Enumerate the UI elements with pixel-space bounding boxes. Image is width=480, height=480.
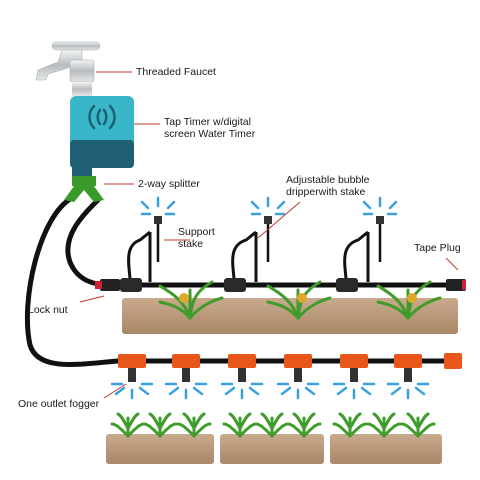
bubbler-spray-1 bbox=[140, 196, 176, 224]
plant-upper-2 bbox=[266, 280, 332, 320]
orange-tee-2 bbox=[172, 354, 200, 368]
faucet-icon bbox=[35, 41, 101, 83]
orange-tee-4 bbox=[284, 354, 312, 368]
bubbler-assembly-1 bbox=[127, 222, 160, 282]
label-tap-timer-line2: screen Water Timer bbox=[164, 128, 256, 140]
fogger-3 bbox=[220, 368, 264, 400]
bubbler-assembly-2 bbox=[231, 222, 270, 282]
label-splitter: 2-way splitter bbox=[138, 178, 200, 190]
soil-bed-upper bbox=[122, 298, 458, 334]
tape-plug bbox=[446, 279, 466, 291]
upper-tee-3 bbox=[336, 278, 358, 292]
bubbler-assembly-3 bbox=[343, 222, 382, 282]
orange-tee-6 bbox=[394, 354, 422, 368]
bubbler-spray-3 bbox=[362, 196, 398, 224]
label-bubbler-line1: Adjustable bubble bbox=[286, 174, 370, 186]
lock-nut-fitting bbox=[100, 279, 120, 291]
two-way-splitter bbox=[64, 176, 104, 202]
orange-tee-3 bbox=[228, 354, 256, 368]
label-bubbler-line2: dripperwith stake bbox=[286, 186, 366, 198]
label-tap-timer-line1: Tap Timer w/digital bbox=[164, 116, 251, 128]
upper-tee-1 bbox=[120, 278, 142, 292]
plant-upper-3 bbox=[376, 280, 442, 320]
soil-bed-lower-3 bbox=[330, 434, 442, 464]
fogger-5 bbox=[332, 368, 376, 400]
label-support-stake-line1: Support bbox=[178, 226, 215, 238]
label-fogger: One outlet fogger bbox=[18, 398, 100, 410]
upper-tee-2 bbox=[224, 278, 246, 292]
leader-lines bbox=[79, 71, 459, 399]
label-lock-nut: Lock nut bbox=[28, 304, 68, 316]
orange-tee-1 bbox=[118, 354, 146, 368]
seedlings-lower bbox=[110, 412, 436, 438]
branch-hose bbox=[65, 197, 113, 288]
water-timer bbox=[70, 82, 134, 176]
main-hose bbox=[24, 195, 121, 367]
lower-end-cap bbox=[444, 353, 462, 369]
label-support-stake-line2: stake bbox=[178, 238, 204, 250]
label-threaded-faucet: Threaded Faucet bbox=[136, 66, 216, 78]
soil-bed-lower-1 bbox=[106, 434, 214, 464]
fogger-6 bbox=[386, 368, 430, 400]
fogger-1 bbox=[110, 368, 154, 400]
bubbler-spray-2 bbox=[250, 196, 286, 224]
soil-bed-lower-2 bbox=[220, 434, 324, 464]
plant-upper-1 bbox=[158, 280, 224, 320]
label-tape-plug: Tape Plug bbox=[414, 242, 461, 254]
orange-tee-5 bbox=[340, 354, 368, 368]
lock-nut-red bbox=[95, 281, 102, 289]
wifi-signal-icon bbox=[88, 104, 116, 130]
fogger-4 bbox=[276, 368, 320, 400]
fogger-2 bbox=[164, 368, 208, 400]
tape-plug-red-ring bbox=[462, 280, 466, 290]
